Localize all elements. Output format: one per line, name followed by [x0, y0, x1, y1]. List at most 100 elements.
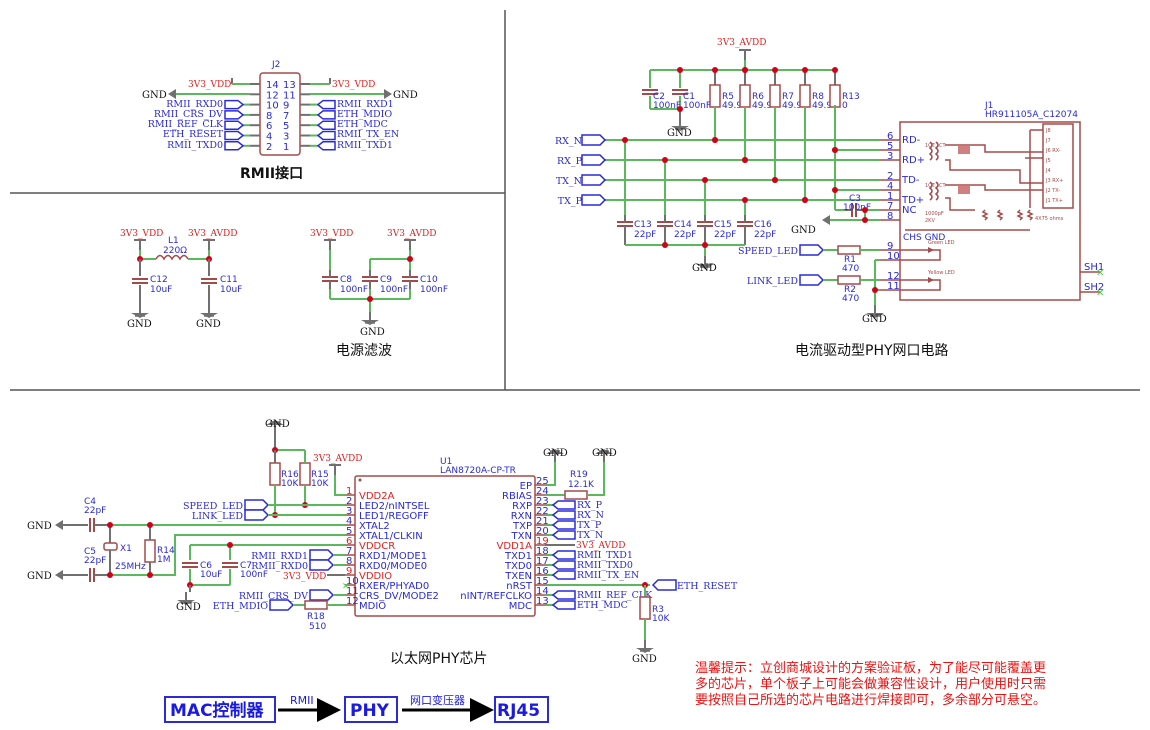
- u1-pin-num: 18: [536, 546, 549, 557]
- r13-ref: R13: [842, 92, 860, 102]
- c14-val: 22pF: [674, 230, 696, 240]
- r13-val: 0: [842, 101, 848, 111]
- u1-avdd-right: 3V3_AVDD: [576, 541, 625, 551]
- c9-val: 100nF: [380, 285, 408, 295]
- u1-pin-name: CRS_DV/MODE2: [359, 591, 439, 602]
- j1-res-label: 4X75 ohms: [1035, 216, 1064, 222]
- j2-pin-11: 11: [283, 90, 296, 101]
- net-eth-mdio: ETH_MDIO: [337, 109, 392, 120]
- u1-pin-num: 25: [536, 476, 549, 487]
- net-rmii-ref-clk: RMII_REF_CLK: [148, 119, 224, 130]
- u1-pin-num: 15: [536, 576, 549, 587]
- r6-val: 49.9: [752, 101, 772, 111]
- c13-val: 22pF: [634, 230, 656, 240]
- u1-pin-name: TXD1: [504, 551, 532, 562]
- j2-gnd-right: GND: [393, 90, 418, 101]
- r14-ref: R14: [157, 546, 175, 556]
- j2-pin-12: 12: [266, 90, 279, 101]
- u1-avdd: 3V3_AVDD: [313, 454, 362, 464]
- jack-pin-label: J6 RX-: [1045, 148, 1061, 154]
- r13-body: [829, 84, 841, 108]
- j2-pin-8: 8: [266, 111, 272, 122]
- u1-net-tx-p: TX_P: [577, 520, 602, 531]
- u1-net-flag: [551, 550, 576, 560]
- xfmr-label: 1CT:1CT: [925, 143, 947, 149]
- u1-pin-num: 21: [536, 516, 549, 527]
- gnd-label: GND: [196, 319, 221, 330]
- j2-left-flag: [224, 130, 245, 141]
- c8-val: 100nF: [340, 285, 368, 295]
- u1-pin-name: RXD0/MODE0: [359, 561, 427, 572]
- u1-pin-name: LED1/REGOFF: [359, 511, 429, 522]
- gnd-label: GND: [592, 448, 617, 459]
- j2-left-flag: [224, 120, 245, 130]
- c3-ref: C3: [849, 194, 861, 204]
- jack-pin-label: J5: [1045, 158, 1051, 164]
- j2-right-flag: [316, 99, 336, 110]
- u1-net-rmii-txd0: RMII_TXD0: [577, 560, 633, 571]
- r19-val: 12.1K: [568, 480, 595, 490]
- u1-pin-name: LED2/nINTSEL: [359, 501, 430, 512]
- j2-pin-4: 4: [266, 132, 272, 143]
- j2-right-flag: [316, 130, 336, 141]
- j2-left-flag: [224, 110, 245, 120]
- gnd-label: GND: [360, 327, 385, 338]
- j2-pin-7: 7: [283, 111, 289, 122]
- u1-link-led: LINK_LED: [192, 511, 243, 522]
- j1-pin-num: 10: [887, 251, 900, 262]
- l1-val: 220Ω: [163, 246, 187, 256]
- j1-pin-num: 3: [887, 151, 893, 162]
- c11-val: 10uF: [220, 285, 242, 295]
- c12-val: 10uF: [150, 285, 172, 295]
- r2-val: 470: [842, 294, 859, 304]
- j2-pin-14: 14: [266, 80, 279, 91]
- u1-pin-num: 9: [346, 566, 352, 577]
- r8-val: 49.9: [812, 101, 832, 111]
- j2-vdd-left: 3V3_VDD: [188, 80, 231, 90]
- j2-left-flag: [224, 141, 245, 151]
- note-line-2: 多的芯片，单个板子上可能会做兼容性设计，用户使用时只需: [695, 676, 1046, 692]
- note-line-1: 温馨提示：立创商城设计的方案验证板，为了能尽可能覆盖更: [695, 660, 1046, 676]
- gnd-label: GND: [176, 602, 201, 613]
- u1-pin-num: 22: [536, 506, 549, 517]
- net-rmii-txd0: RMII_TXD0: [167, 140, 223, 151]
- u1-net-flag: [551, 590, 576, 600]
- c16-val: 22pF: [754, 230, 776, 240]
- r18-ref: R18: [307, 612, 325, 622]
- c6-val: 10uF: [200, 570, 222, 580]
- j1-pin-num: 1: [887, 191, 893, 202]
- c15-ref: C15: [714, 220, 732, 230]
- u1-pin-num: 11: [346, 586, 359, 597]
- u1-pin-name: nRST: [506, 581, 533, 592]
- u1-speed-led: SPEED_LED: [183, 501, 243, 512]
- u1-pin-num: 5: [346, 526, 352, 537]
- jack-pin-label: J8: [1045, 128, 1051, 134]
- u1-vdd: 3V3_VDD: [283, 572, 326, 582]
- svg-text:✕: ✕: [342, 582, 350, 592]
- r2-ref: R2: [844, 285, 856, 295]
- pf-avdd-2: 3V3_AVDD: [387, 229, 436, 239]
- r5-val: 49.9: [722, 101, 742, 111]
- net-rx-p: RX_P: [557, 156, 583, 167]
- u1-pin-name: TXD0: [504, 561, 532, 572]
- c12-ref: C12: [150, 275, 168, 285]
- u1-pin-name: TXP: [512, 521, 532, 532]
- c16-ref: C16: [754, 220, 772, 230]
- c1-val: 100nF: [683, 101, 711, 111]
- j1-pin-name: TD+: [901, 195, 924, 206]
- j2-right-flag: [316, 120, 336, 130]
- r7-ref: R7: [782, 92, 794, 102]
- r3-val: 10K: [652, 614, 670, 624]
- u1-part: LAN8720A-CP-TR: [440, 466, 516, 476]
- r18-val: 510: [309, 622, 326, 632]
- chs-gnd-label: CHS GND: [903, 233, 945, 243]
- flow-phy: PHY: [350, 701, 390, 721]
- r5-ref: R5: [722, 92, 734, 102]
- avdd-label: 3V3_AVDD: [717, 38, 766, 48]
- u1-pin-name: nINT/REFCLKO: [460, 591, 532, 602]
- c2-val: 100nF: [653, 101, 681, 111]
- u1-net-rmii-txd1: RMII_TXD1: [577, 550, 633, 561]
- c3-val: 100nF: [843, 203, 871, 213]
- c7-ref: C7: [240, 561, 252, 571]
